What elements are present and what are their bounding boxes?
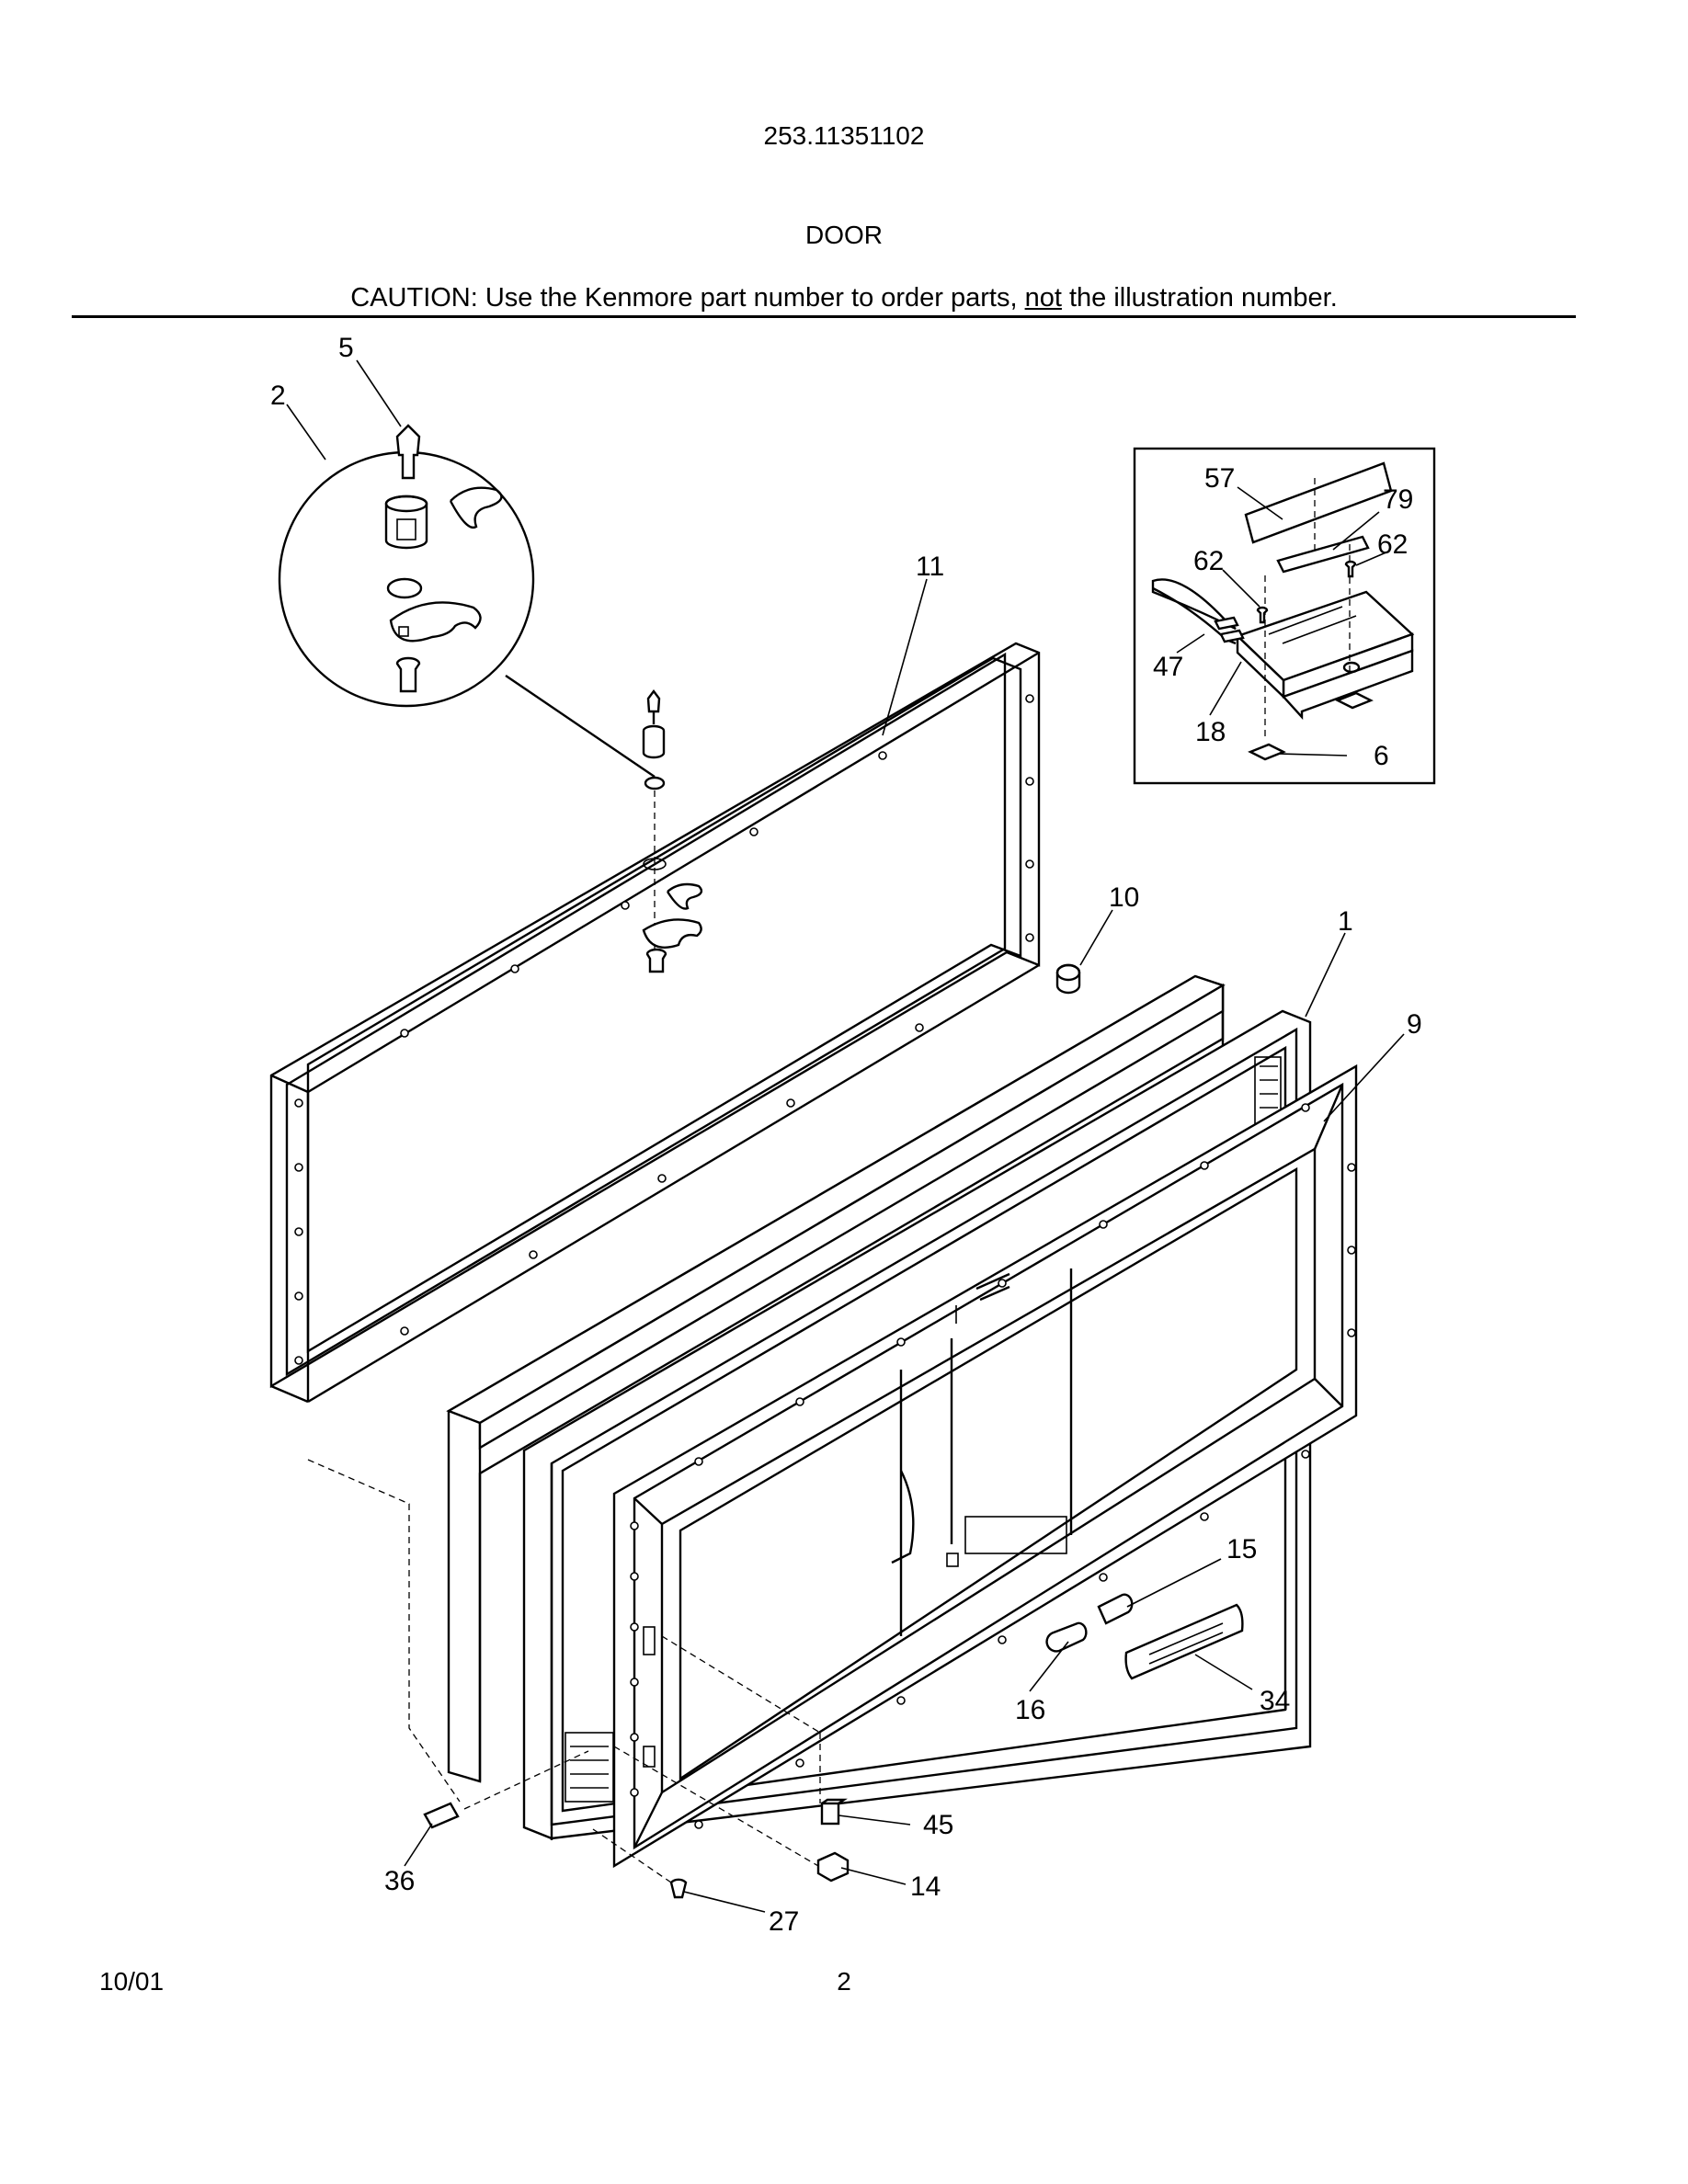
callout-34: 34 <box>1260 1686 1290 1716</box>
part-9-inner-liner <box>612 1064 1358 1869</box>
callout-36: 36 <box>384 1866 415 1896</box>
part-2-lock-detail <box>278 424 656 778</box>
callout-45: 45 <box>923 1810 953 1840</box>
part-34-light-shield <box>1124 1603 1244 1680</box>
part-15-socket <box>1097 1593 1134 1625</box>
footer-page-number: 2 <box>837 1967 851 1996</box>
part-14-switch <box>816 1851 850 1883</box>
callout-27: 27 <box>769 1906 799 1937</box>
handle-detail-inset <box>1133 447 1436 785</box>
part-11-gasket <box>269 642 1041 1404</box>
part-36-clip <box>423 1802 460 1829</box>
callout-1: 1 <box>1338 906 1353 937</box>
callout-14: 14 <box>910 1871 941 1902</box>
caution-suffix: the illustration number. <box>1061 283 1338 313</box>
part-45-switch <box>820 1798 848 1826</box>
callout-62-left: 62 <box>1193 546 1224 576</box>
caution-note: CAUTION: Use the Kenmore part number to … <box>0 283 1688 313</box>
callout-18: 18 <box>1195 717 1226 747</box>
part-10-bumper <box>1055 963 1081 995</box>
callout-numbers: 5 2 11 57 79 62 62 47 18 6 10 1 9 15 16 … <box>270 333 1422 1937</box>
callout-9: 9 <box>1407 1009 1422 1040</box>
callout-79: 79 <box>1383 484 1413 515</box>
dashed-connectors <box>307 1459 821 1883</box>
callout-11: 11 <box>916 552 944 582</box>
leader-lines <box>286 359 1405 1913</box>
callout-10: 10 <box>1109 882 1139 913</box>
caution-prefix: CAUTION: Use the Kenmore part number to … <box>350 283 1025 313</box>
door-foam-panel <box>446 974 1226 1783</box>
callout-16: 16 <box>1015 1695 1045 1725</box>
callout-62-right: 62 <box>1377 529 1408 560</box>
part-16-bulb <box>1045 1621 1088 1653</box>
callout-47: 47 <box>1153 652 1183 682</box>
caution-emphasis: not <box>1024 283 1062 313</box>
lock-on-door <box>642 689 703 973</box>
callout-6: 6 <box>1374 741 1389 771</box>
callout-57: 57 <box>1204 463 1235 494</box>
part-27-screw <box>669 1878 688 1899</box>
callout-2: 2 <box>270 381 286 411</box>
callout-15: 15 <box>1226 1534 1257 1564</box>
section-title: DOOR <box>805 221 883 249</box>
callout-5: 5 <box>338 333 354 363</box>
model-number: 253.11351102 <box>763 121 925 150</box>
header-rule <box>72 315 1576 318</box>
footer-date: 10/01 <box>99 1967 165 1996</box>
